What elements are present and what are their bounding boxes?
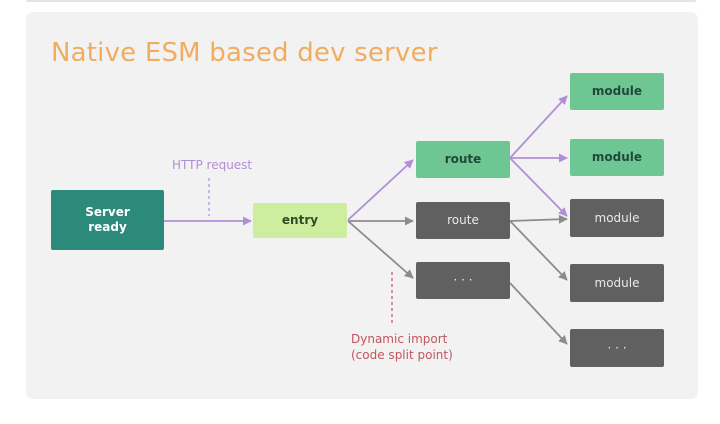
server-ready-label: Server ready [85, 205, 130, 234]
entry-label: entry [281, 213, 319, 227]
module-3-label: module [594, 210, 640, 225]
edge-dynamic-placeholder-to-module-placeholder [509, 282, 568, 345]
module-placeholder-node: · · · [570, 329, 664, 367]
edge-route-active-to-module-1 [509, 95, 568, 159]
diagram-title: Native ESM based dev server [51, 38, 438, 68]
dynamic-import-text: Dynamic import (code split point) [351, 332, 453, 362]
module-2-label: module [591, 150, 643, 164]
route-node-active: route [416, 141, 510, 178]
module-1-label: module [591, 84, 643, 98]
module-4-label: module [594, 275, 640, 290]
module-node-1: module [570, 73, 664, 110]
route-active-label: route [444, 152, 482, 166]
edge-entry-to-route-active [347, 159, 414, 221]
page-top-divider [26, 0, 696, 2]
edge-route-idle-to-module-3 [509, 214, 568, 224]
dynamic-import-placeholder-node: · · · [416, 262, 510, 299]
module-node-4: module [570, 264, 664, 302]
module-node-3: module [570, 199, 664, 237]
edge-entry-to-dynamic-placeholder [347, 220, 414, 279]
edge-route-active-to-module-3 [509, 157, 568, 217]
entry-node: entry [253, 203, 347, 238]
route-node-idle: route [416, 202, 510, 239]
route-idle-label: route [447, 213, 479, 227]
edge-route-idle-to-module-4 [509, 220, 568, 281]
module-placeholder-label: · · · [607, 340, 627, 355]
http-request-text: HTTP request [172, 158, 253, 172]
server-ready-node: Server ready [51, 190, 164, 250]
dynamic-import-annotation: Dynamic import (code split point) [351, 331, 453, 363]
dynamic-placeholder-label: · · · [453, 273, 473, 287]
module-node-2: module [570, 139, 664, 176]
http-request-annotation: HTTP request [172, 157, 252, 173]
